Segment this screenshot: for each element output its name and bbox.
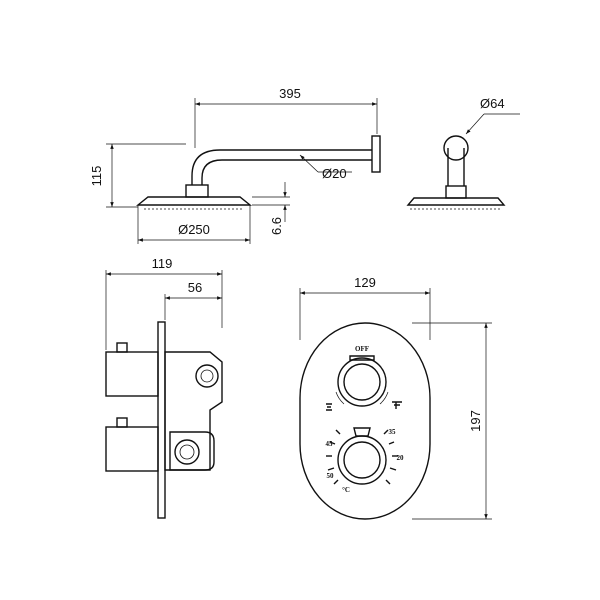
temp-unit-label: °C [342,486,350,494]
dim-total-depth: 119 [152,256,173,271]
dim-plate-width: 129 [354,275,376,290]
shower-arm [191,149,372,185]
temperature-scale [326,429,398,485]
dim-arm-height: 115 [89,166,104,187]
dim-wall-depth: 56 [188,280,202,295]
upper-handle [105,351,159,397]
cover-plate-edge [157,321,166,519]
side-flange [443,135,469,161]
wall-flange [371,135,381,173]
shower-head-side-view: Ø64 [406,96,520,210]
hand-shower-icon [326,403,332,411]
lower-handle [105,426,159,472]
dim-head-thickness: 6.6 [269,217,284,235]
head-connector [185,184,209,198]
valve-front-view: OFF 45 50 °C 35 20 [299,275,492,520]
front-cover-plate [299,322,431,520]
diverter-dial [337,357,387,407]
thermostat-dial [337,435,387,485]
dim-plate-height: 197 [468,410,483,432]
lower-outlet [169,431,215,471]
overhead-shower-icon [392,401,402,409]
valve-side-view: 119 56 [105,256,223,519]
temp-label-35: 35 [389,428,397,436]
shower-head [136,196,252,206]
shower-head-front-view: 395 115 Ø20 6.6 Ø250 [89,86,381,244]
dim-arm-length: 395 [279,86,301,101]
dim-head-diameter: Ø250 [178,222,210,237]
temp-label-50: 50 [327,472,335,480]
dial-off-label: OFF [355,345,369,353]
side-shower-head [406,197,506,206]
upper-outlet [195,364,219,388]
temp-label-45: 45 [326,440,334,448]
dim-flange-diameter: Ø64 [480,96,505,111]
dim-arm-diameter: Ø20 [322,166,347,181]
temp-label-20: 20 [397,454,405,462]
